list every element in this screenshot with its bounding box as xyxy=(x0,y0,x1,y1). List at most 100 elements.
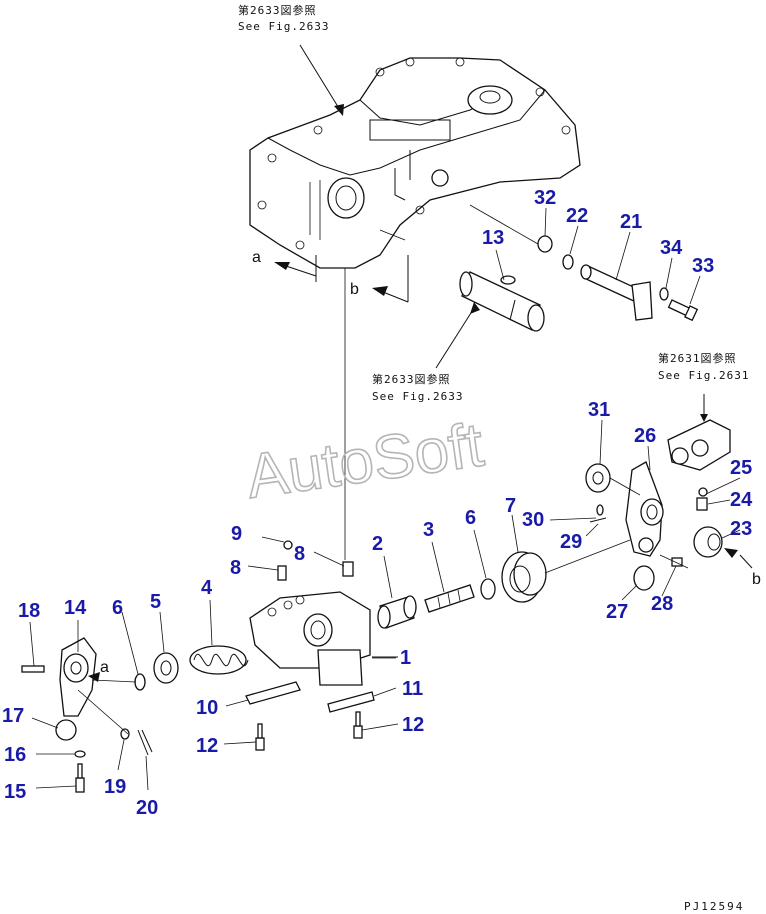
part-1-valve-body xyxy=(249,591,398,686)
callout-8-left[interactable]: 8 xyxy=(230,557,241,579)
part-24-fitting xyxy=(696,487,708,511)
leader-reference-middle xyxy=(435,304,477,369)
shift-shaft xyxy=(459,271,545,332)
reference-middle: 第2633図参照 See Fig.2633 xyxy=(372,372,463,403)
callout-10[interactable]: 10 xyxy=(196,697,218,719)
callout-9[interactable]: 9 xyxy=(231,523,242,545)
reference-right-jp: 第2631図参照 xyxy=(658,351,737,365)
callout-3[interactable]: 3 xyxy=(423,519,434,541)
callout-4[interactable]: 4 xyxy=(201,577,213,599)
callout-28[interactable]: 28 xyxy=(651,593,673,615)
callout-31[interactable]: 31 xyxy=(588,399,610,421)
callout-34[interactable]: 34 xyxy=(660,237,683,259)
part-3-spool xyxy=(424,584,475,613)
callout-5[interactable]: 5 xyxy=(150,591,161,613)
part-33-bolt xyxy=(667,299,699,322)
transmission-case xyxy=(249,57,581,269)
part-21-pin xyxy=(580,264,653,321)
view-letter-a-bottom: a xyxy=(100,659,109,676)
view-arrow-b-top: b xyxy=(350,255,409,303)
assembly-line-left xyxy=(77,689,129,735)
callout-27[interactable]: 27 xyxy=(606,601,628,623)
callout-15[interactable]: 15 xyxy=(4,781,26,803)
watermark: AutoSoft xyxy=(242,410,487,511)
callout-24[interactable]: 24 xyxy=(730,489,753,511)
callout-1[interactable]: 1 xyxy=(400,647,411,669)
callout-25[interactable]: 25 xyxy=(730,457,752,479)
callout-23[interactable]: 23 xyxy=(730,518,752,540)
part-27-bushing xyxy=(633,565,655,591)
callout-6-right[interactable]: 6 xyxy=(465,507,476,529)
reference-right: 第2631図参照 See Fig.2631 xyxy=(658,351,749,382)
part-29-pin xyxy=(589,504,607,523)
part-32-plug xyxy=(469,204,553,253)
part-7-piston xyxy=(501,539,631,603)
view-arrow-b-bottom-line xyxy=(739,554,753,569)
callout-6-left[interactable]: 6 xyxy=(112,597,123,619)
callout-18[interactable]: 18 xyxy=(18,600,40,622)
part-11-plate xyxy=(327,691,375,713)
view-letter-b-bottom: b xyxy=(752,571,761,588)
part-2-plug xyxy=(377,595,417,629)
callout-29[interactable]: 29 xyxy=(560,531,582,553)
callout-11[interactable]: 11 xyxy=(402,678,423,700)
part-22-seal xyxy=(562,254,574,270)
view-arrow-a-top: a xyxy=(252,249,317,282)
part-26-lever xyxy=(625,461,664,557)
callout-20[interactable]: 20 xyxy=(136,797,158,819)
reference-top: 第2633図参照 See Fig.2633 xyxy=(238,3,329,33)
part-31-bushing xyxy=(585,463,641,496)
callout-21[interactable]: 21 xyxy=(620,211,642,233)
view-letter-b-top: b xyxy=(350,281,359,298)
reference-right-en: See Fig.2631 xyxy=(658,369,749,382)
callout-32[interactable]: 32 xyxy=(534,187,556,209)
reference-top-jp: 第2633図参照 xyxy=(238,3,317,17)
part-19-clip xyxy=(120,728,130,740)
part-8-plug-right xyxy=(342,561,354,577)
part-12-bolt-a xyxy=(255,723,265,751)
assembly-line-left-2 xyxy=(91,679,137,683)
callout-8-right[interactable]: 8 xyxy=(294,543,305,565)
reference-middle-jp: 第2633図参照 xyxy=(372,372,451,386)
part-12-bolt-b xyxy=(353,711,363,739)
callout-14[interactable]: 14 xyxy=(64,597,87,619)
part-9-ball xyxy=(261,536,293,550)
callout-13[interactable]: 13 xyxy=(482,227,504,249)
view-letter-a-top: a xyxy=(252,249,261,266)
callout-16[interactable]: 16 xyxy=(4,744,26,766)
reference-top-en: See Fig.2633 xyxy=(238,20,329,33)
part-14-lever xyxy=(59,637,97,717)
part-34-washer xyxy=(659,287,669,301)
drawing-code: PJ12594 xyxy=(684,900,744,913)
callouts: 1 2 3 4 5 6 6 7 8 8 9 10 11 12 12 13 14 … xyxy=(2,187,753,819)
callout-33[interactable]: 33 xyxy=(692,255,714,277)
part-5-retainer xyxy=(153,652,179,684)
callout-26[interactable]: 26 xyxy=(634,425,656,447)
part-6-ring-left xyxy=(134,673,146,691)
part-20-pin xyxy=(137,729,153,756)
leader-reference-top xyxy=(299,44,341,111)
part-8-plug-left xyxy=(277,565,287,581)
part-15-bolt xyxy=(75,763,85,793)
part-28-bolt xyxy=(659,554,689,569)
callout-22[interactable]: 22 xyxy=(566,205,588,227)
part-10-plate xyxy=(245,681,301,705)
callout-19[interactable]: 19 xyxy=(104,776,126,798)
view-arrow-a-bottom xyxy=(88,672,100,682)
callout-7[interactable]: 7 xyxy=(505,495,516,517)
part-18-pin xyxy=(21,665,45,673)
callout-2[interactable]: 2 xyxy=(372,533,383,555)
part-16-washer xyxy=(74,750,86,758)
callout-12-right[interactable]: 12 xyxy=(402,714,424,736)
reference-bracket xyxy=(667,394,731,471)
reference-middle-en: See Fig.2633 xyxy=(372,390,463,403)
callout-12-left[interactable]: 12 xyxy=(196,735,218,757)
part-17-roller xyxy=(55,719,77,741)
part-4-spring xyxy=(189,645,249,675)
callout-17[interactable]: 17 xyxy=(2,705,24,727)
callout-leaders xyxy=(29,207,741,791)
callout-30[interactable]: 30 xyxy=(522,509,544,531)
part-23-sleeve xyxy=(693,526,723,558)
part-6-ring-right xyxy=(480,578,496,600)
